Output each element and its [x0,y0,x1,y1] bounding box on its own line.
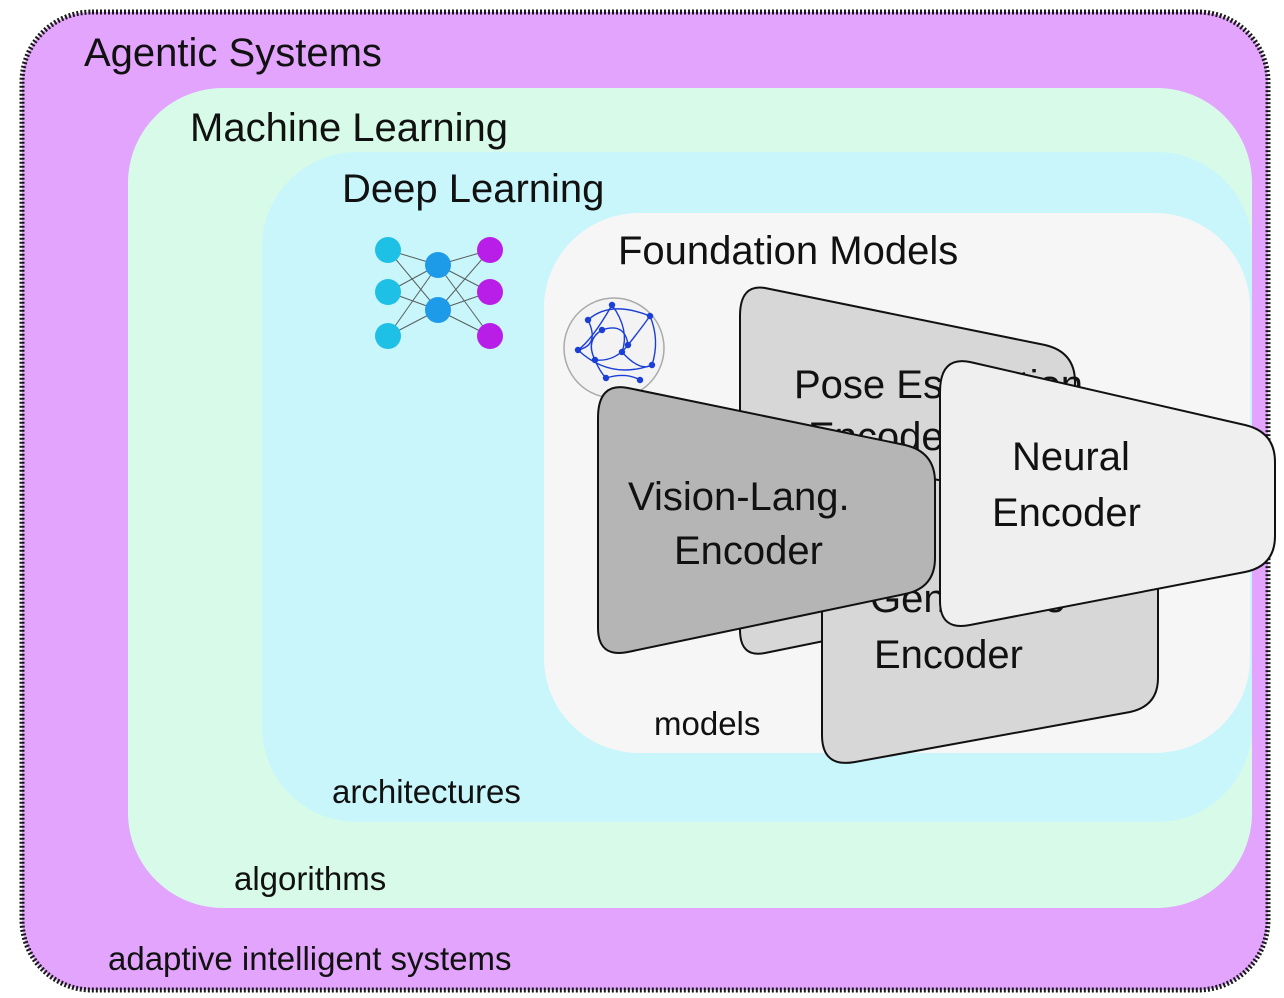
vision-encoder-line1: Vision-Lang. [628,475,850,519]
generative-encoder-line2: Encoder [874,633,1023,677]
foundation-models-caption: models [654,705,760,742]
neural-network-icon [375,237,503,349]
foundation-models-title: Foundation Models [618,229,958,273]
deep-learning-title: Deep Learning [342,167,604,211]
vision-language-encoder: Vision-Lang. Encoder [597,386,936,654]
agentic-systems-title: Agentic Systems [84,31,382,75]
machine-learning-caption: algorithms [234,860,386,897]
vision-encoder-line2: Encoder [674,529,823,573]
agentic-systems-caption: adaptive intelligent systems [108,940,512,977]
neural-encoder-line2: Encoder [992,491,1141,535]
machine-learning-title: Machine Learning [190,106,508,150]
neural-encoder: Neural Encoder [939,360,1276,627]
neural-encoder-line1: Neural [1012,435,1130,479]
graph-network-icon [563,297,665,399]
deep-learning-caption: architectures [332,773,521,810]
